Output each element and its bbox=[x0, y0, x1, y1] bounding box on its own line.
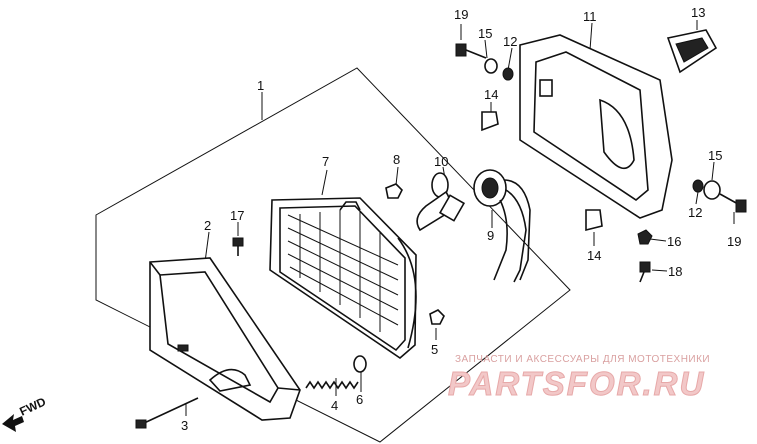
part-label-6: 6 bbox=[356, 392, 363, 407]
part-label-13: 13 bbox=[691, 5, 705, 20]
watermark-site: PARTSFOR.RU bbox=[448, 365, 705, 402]
part-label-18: 18 bbox=[668, 264, 682, 279]
part-number-labels: 1 2 3 4 5 6 7 8 9 10 11 12 12 13 14 14 1… bbox=[181, 5, 741, 433]
washer-6 bbox=[353, 355, 367, 373]
headlight-rim bbox=[149, 257, 301, 421]
collar-12-left bbox=[502, 67, 514, 81]
washer-15-right bbox=[703, 180, 721, 200]
screw-3 bbox=[135, 397, 199, 429]
bolt-19-right bbox=[719, 193, 747, 213]
part-label-12-left: 12 bbox=[503, 34, 517, 49]
part-label-2: 2 bbox=[204, 218, 211, 233]
sealed-beam-unit bbox=[269, 197, 417, 360]
bolt-19-left bbox=[455, 43, 487, 59]
part-label-4: 4 bbox=[331, 398, 338, 413]
spring-4 bbox=[305, 380, 359, 390]
part-label-7: 7 bbox=[322, 154, 329, 169]
grommet-13 bbox=[666, 29, 718, 74]
nut-8 bbox=[385, 183, 403, 199]
screw-18 bbox=[639, 261, 651, 283]
watermark-caption: ЗАПЧАСТИ И АКСЕССУАРЫ ДЛЯ МОТОТЕХНИКИ bbox=[455, 354, 710, 365]
part-label-8: 8 bbox=[393, 152, 400, 167]
assembly-outline bbox=[95, 67, 571, 443]
part-label-1: 1 bbox=[257, 78, 264, 93]
nut-5 bbox=[429, 309, 445, 325]
watermark: ЗАПЧАСТИ И АКСЕССУАРЫ ДЛЯ МОТОТЕХНИКИ PA… bbox=[448, 354, 710, 403]
part-label-16: 16 bbox=[667, 234, 681, 249]
collar-12-right bbox=[692, 179, 704, 193]
socket-9 bbox=[473, 169, 531, 283]
part-label-19-left: 19 bbox=[454, 7, 468, 22]
part-label-19-right: 19 bbox=[727, 234, 741, 249]
part-label-11: 11 bbox=[583, 9, 597, 24]
bulb-10 bbox=[416, 172, 466, 232]
clip-14-top bbox=[481, 111, 499, 132]
headlight-case bbox=[519, 34, 673, 219]
leader-lines bbox=[185, 20, 735, 416]
part-label-14-top: 14 bbox=[484, 87, 498, 102]
part-label-9: 9 bbox=[487, 228, 494, 243]
clip-14-bottom bbox=[585, 209, 603, 232]
part-label-17: 17 bbox=[230, 208, 244, 223]
washer-15-left bbox=[484, 58, 498, 74]
part-label-12-right: 12 bbox=[688, 205, 702, 220]
part-label-5: 5 bbox=[431, 342, 438, 357]
part-label-10: 10 bbox=[434, 154, 448, 169]
bolt-17 bbox=[232, 237, 244, 256]
forward-direction-indicator: FWD bbox=[2, 394, 48, 432]
nut-16 bbox=[637, 229, 653, 245]
part-label-15-right: 15 bbox=[708, 148, 722, 163]
part-label-15-left: 15 bbox=[478, 26, 492, 41]
part-label-14-bottom: 14 bbox=[587, 248, 601, 263]
forward-label: FWD bbox=[17, 394, 48, 418]
part-label-3: 3 bbox=[181, 418, 188, 433]
forward-arrow-icon bbox=[2, 414, 24, 432]
